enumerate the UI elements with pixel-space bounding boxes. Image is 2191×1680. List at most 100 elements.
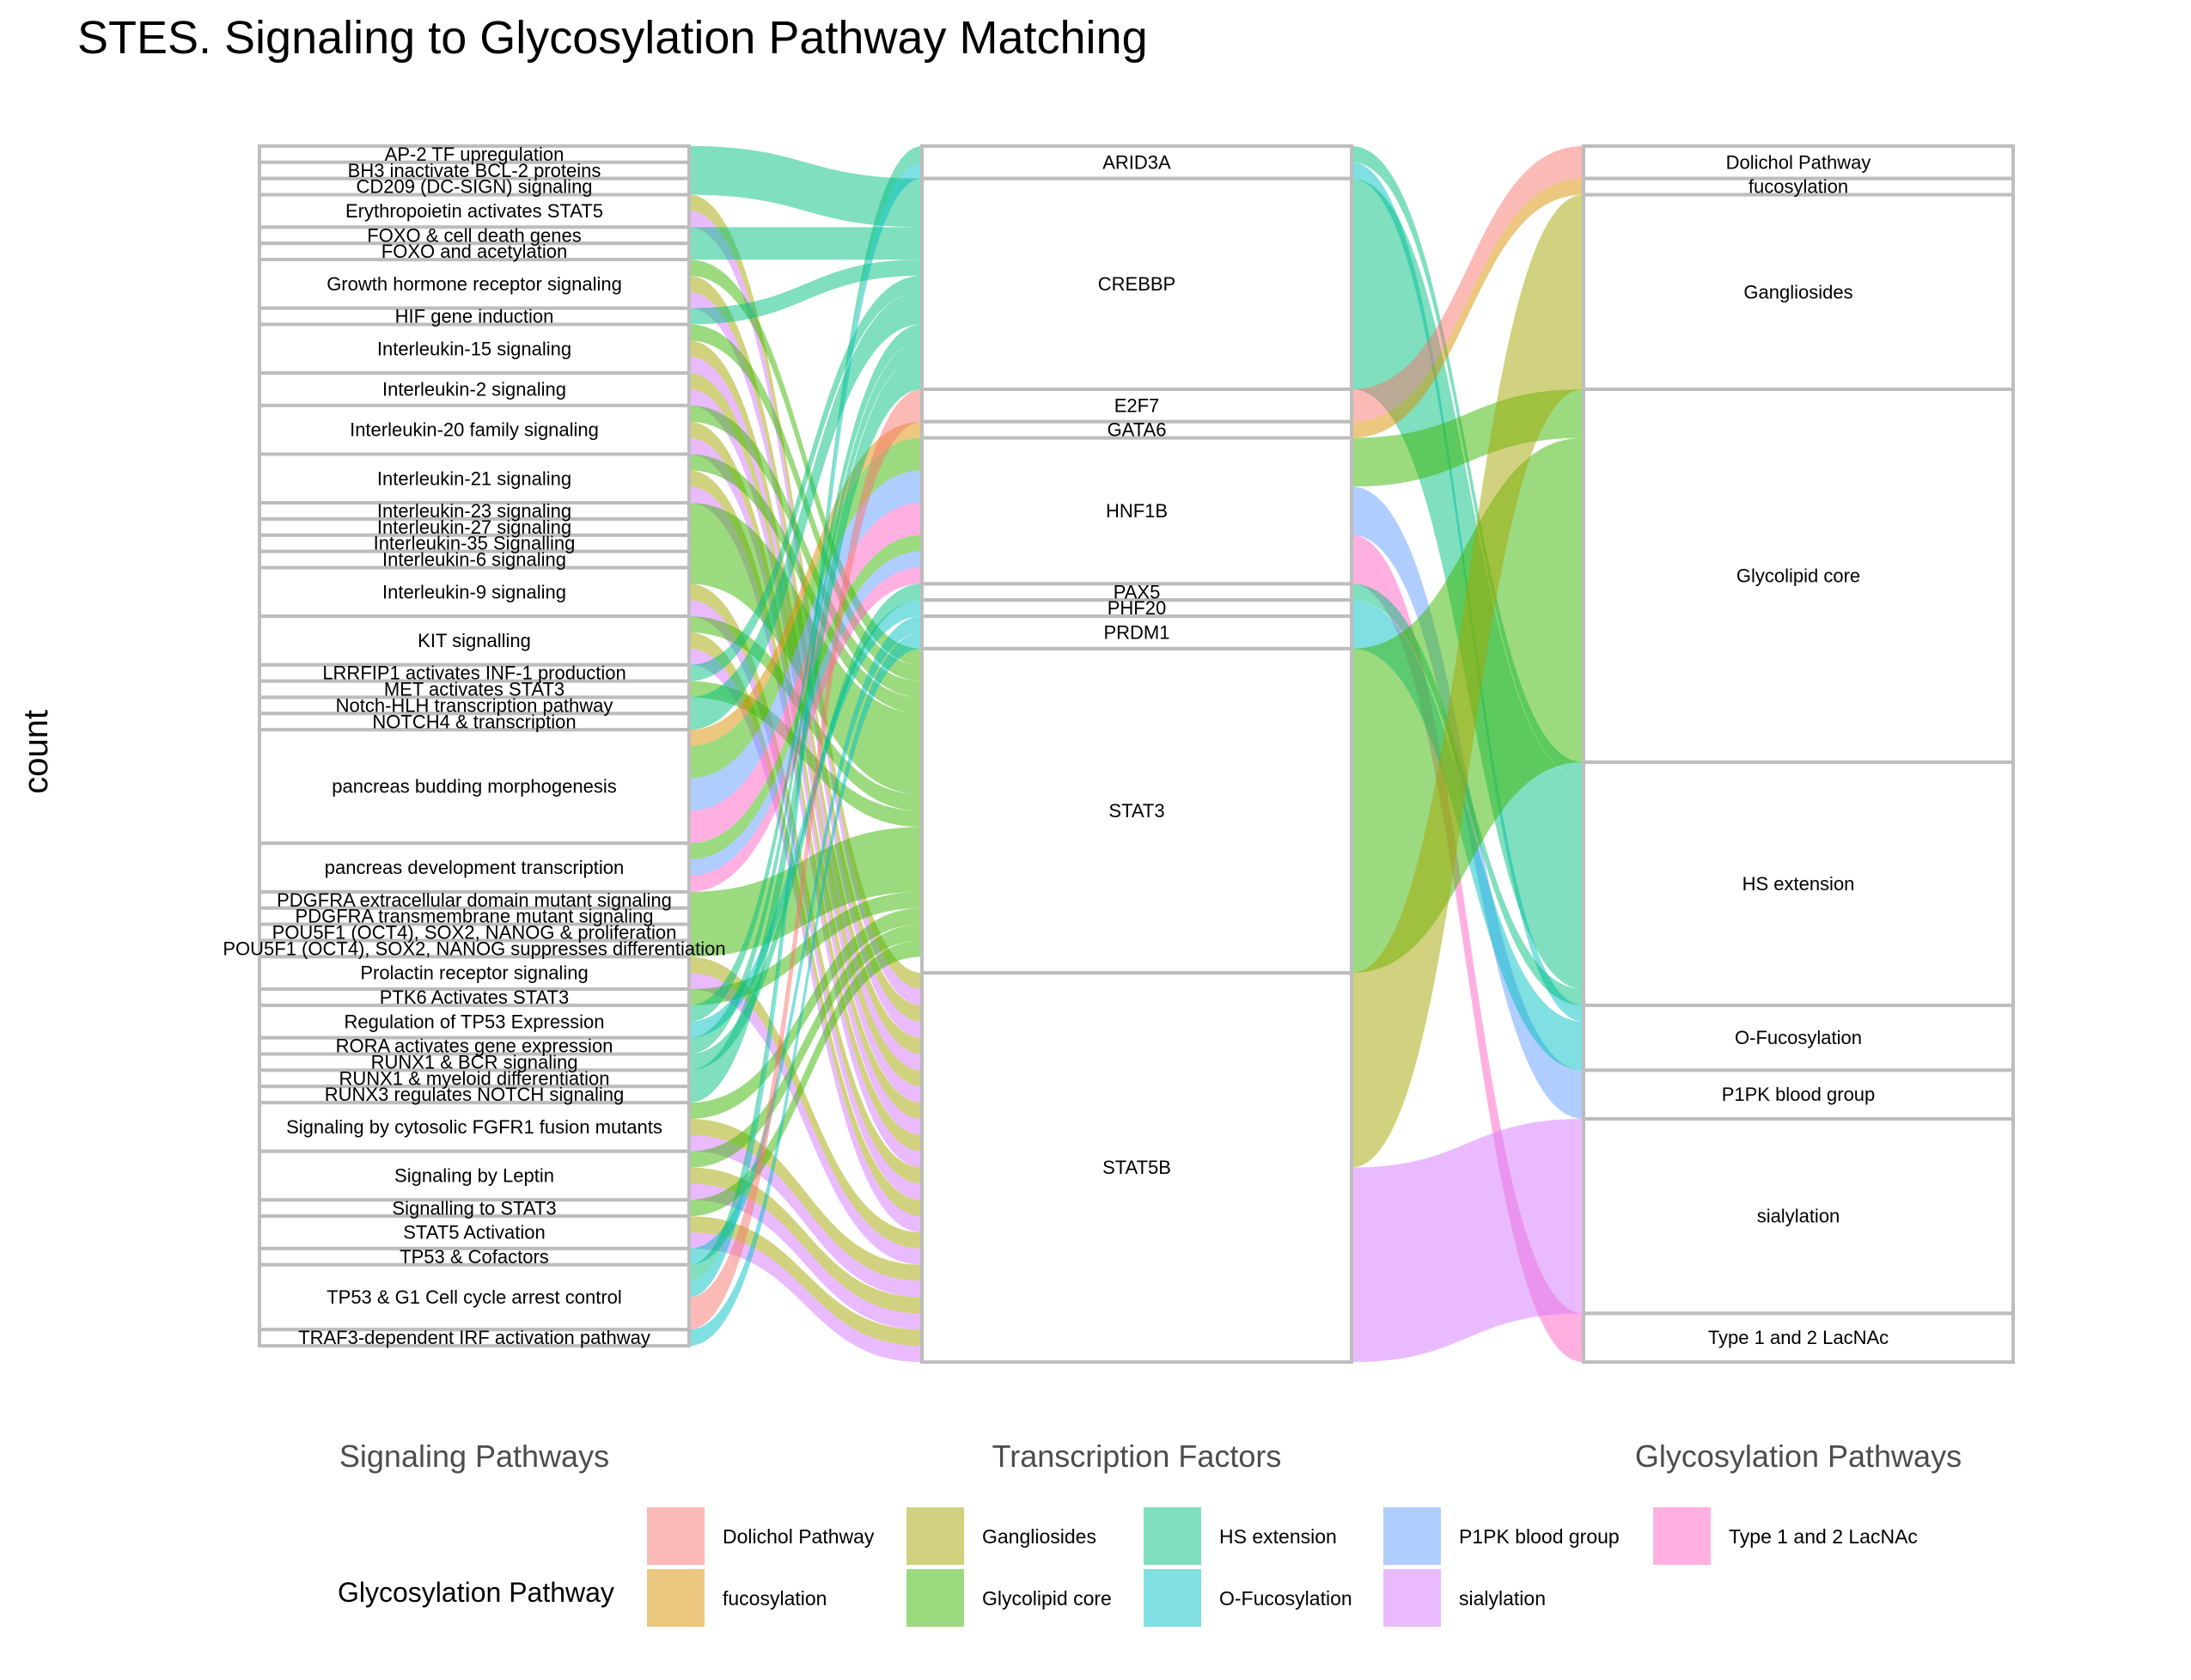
- node-label-p1pk-blood-group: P1PK blood group: [1722, 1084, 1876, 1105]
- legend-label-glycolipid-core: Glycolipid core: [982, 1587, 1112, 1610]
- flow-foxo-and-acetylation-to-crebbp: [689, 243, 922, 260]
- node-label-prolactin-receptor-signaling: Prolactin receptor signaling: [360, 962, 588, 984]
- flow-stat5-activation-to-stat5b: [689, 1216, 922, 1347]
- node-hs-extension: [1582, 760, 2015, 1007]
- node-label-signaling-by-cytosolic-fgfr1-fusion-mutants: Signaling by cytosolic FGFR1 fusion muta…: [286, 1116, 662, 1138]
- node-label-interleukin-9-signaling: Interleukin-9 signaling: [382, 581, 566, 602]
- flow-rora-activates-gene-expression-to-crebbp: [689, 340, 922, 1054]
- legend-title: Glycosylation Pathway: [338, 1577, 614, 1608]
- flow-signaling-by-leptin-to-stat5b: [689, 1167, 922, 1314]
- node-pancreas-budding-morphogenesis: [258, 728, 691, 846]
- node-growth-hormone-receptor-signaling: [258, 258, 691, 310]
- node-e2f7: [920, 388, 1353, 424]
- node-label-interleukin-27-signaling: Interleukin-27 signaling: [377, 516, 571, 538]
- flow-stat5-activation-to-stat5b: [689, 1232, 922, 1362]
- flow-pancreas-budding-morphogenesis-to-hnf1b: [689, 470, 922, 811]
- node-label-type-1-and-2-lacnac: Type 1 and 2 LacNAc: [1708, 1327, 1889, 1348]
- legend-label-o-fucosylation: O-Fucosylation: [1219, 1587, 1352, 1610]
- node-sialylation: [1582, 1117, 2015, 1316]
- node-p1pk-blood-group: [1582, 1068, 2015, 1121]
- flow-signaling-by-cytosolic-fgfr1-fusion-mutants-to-stat5b: [689, 1134, 922, 1298]
- node-type-1-and-2-lacnac: [1582, 1311, 2015, 1365]
- node-label-tp53-cofactors: TP53 & Cofactors: [400, 1246, 549, 1268]
- node-label-pancreas-development-transcription: pancreas development transcription: [325, 857, 625, 878]
- flow-arid3a-to-hs-extension: [1352, 146, 1584, 779]
- node-label-prdm1: PRDM1: [1103, 622, 1169, 644]
- node-label-fucosylation: fucosylation: [1749, 176, 1848, 198]
- node-label-interleukin-35-signalling: Interleukin-35 Signalling: [374, 533, 576, 554]
- node-label-bh3-inactivate-bcl-2-proteins: BH3 inactivate BCL-2 proteins: [348, 160, 601, 181]
- flow-ap-2-tf-upregulation-to-crebbp: [689, 146, 922, 195]
- node-label-signalling-to-stat3: Signalling to STAT3: [392, 1197, 556, 1219]
- node-label-crebbp: CREBBP: [1098, 273, 1175, 295]
- node-label-notch4-transcription: NOTCH4 & transcription: [372, 711, 576, 732]
- node-label-traf3-dependent-irf-activation-pathway: TRAF3-dependent IRF activation pathway: [298, 1327, 650, 1348]
- legend-key-type-1-and-2-lacnac: [1653, 1507, 1711, 1565]
- node-label-runx1-myeloid-differentiation: RUNX1 & myeloid differentiation: [339, 1067, 609, 1089]
- flow-layer: [689, 146, 1584, 1362]
- node-hnf1b: [920, 436, 1353, 586]
- node-label-arid3a: ARID3A: [1102, 151, 1171, 173]
- flow-cd209-dc-sign-signaling-to-crebbp: [689, 178, 922, 228]
- node-label-dolichol-pathway: Dolichol Pathway: [1726, 151, 1871, 173]
- node-label-regulation-of-tp53-expression: Regulation of TP53 Expression: [345, 1011, 605, 1032]
- node-label-foxo-and-acetylation: FOXO and acetylation: [381, 241, 567, 262]
- node-interleukin-15-signaling: [258, 322, 691, 376]
- x-axis-label-signaling-pathways: Signaling Pathways: [339, 1439, 609, 1474]
- legend-key-gangliosides: [906, 1507, 964, 1565]
- legend-key-p1pk-blood-group: [1383, 1507, 1441, 1565]
- flow-stat5b-to-gangliosides: [1352, 194, 1584, 1168]
- flow-notch-hlh-transcription-pathway-to-crebbp: [689, 291, 922, 714]
- node-label-gangliosides: Gangliosides: [1743, 281, 1852, 302]
- node-label-runx1-bcr-signaling: RUNX1 & BCR signaling: [371, 1051, 578, 1072]
- node-interleukin-9-signaling: [258, 565, 691, 619]
- node-pancreas-development-transcription: [258, 841, 691, 894]
- node-label-interleukin-6-signaling: Interleukin-6 signaling: [382, 549, 566, 571]
- legend-key-hs-extension: [1144, 1507, 1201, 1565]
- node-label-erythropoietin-activates-stat5: Erythropoietin activates STAT5: [345, 200, 603, 222]
- flow-tp53-g1-cell-cycle-arrest-control-to-arid3a: [689, 162, 922, 1298]
- node-label-tp53-g1-cell-cycle-arrest-control: TP53 & G1 Cell cycle arrest control: [327, 1286, 622, 1308]
- node-signaling-by-leptin: [258, 1149, 691, 1202]
- flow-interleukin-20-family-signaling-to-stat5b: [689, 437, 922, 1135]
- flow-tp53-g1-cell-cycle-arrest-control-to-arid3a: [689, 146, 922, 1281]
- node-label-sialylation: sialylation: [1757, 1206, 1840, 1227]
- node-label-hnf1b: HNF1B: [1106, 500, 1168, 522]
- flow-pdgfra-transmembrane-mutant-signaling-to-stat3: [689, 843, 922, 925]
- node-label-pou5f1-oct4-sox2-nanog-suppresses-differentiation: POU5F1 (OCT4), SOX2, NANOG suppresses di…: [223, 938, 725, 959]
- flow-interleukin-20-family-signaling-to-stat3: [689, 405, 922, 698]
- node-label-hif-gene-induction: HIF gene induction: [395, 306, 554, 327]
- node-label-signaling-by-leptin: Signaling by Leptin: [394, 1165, 554, 1187]
- node-erythropoietin-activates-stat5: [258, 192, 691, 229]
- flow-signaling-by-cytosolic-fgfr1-fusion-mutants-to-stat3: [689, 907, 922, 1119]
- legend-key-o-fucosylation: [1144, 1569, 1201, 1627]
- flow-met-activates-stat3-to-stat3: [689, 681, 922, 828]
- node-label-kit-signalling: KIT signalling: [418, 630, 531, 651]
- flow-runx1-bcr-signaling-to-pax5: [689, 583, 922, 1071]
- legend-key-dolichol-pathway: [647, 1507, 705, 1565]
- legend-label-sialylation: sialylation: [1459, 1587, 1546, 1610]
- flow-gata6-to-fucosylation: [1352, 178, 1584, 438]
- flow-traf3-dependent-irf-activation-pathway-to-prdm1: [689, 632, 922, 1347]
- node-interleukin-2-signaling: [258, 371, 691, 407]
- node-label-hs-extension: HS extension: [1742, 873, 1855, 895]
- node-label-pdgfra-extracellular-domain-mutant-signaling: PDGFRA extracellular domain mutant signa…: [277, 889, 672, 911]
- legend-label-fucosylation: fucosylation: [723, 1587, 827, 1610]
- node-o-fucosylation: [1582, 1003, 2015, 1072]
- flow-foxo-cell-death-genes-to-crebbp: [689, 227, 922, 244]
- y-axis-label: count: [17, 710, 55, 794]
- node-label-ap-2-tf-upregulation: AP-2 TF upregulation: [385, 144, 565, 165]
- flow-signaling-by-leptin-to-stat3: [689, 924, 922, 1168]
- node-label-pou5f1-oct4-sox2-nanog-proliferation: POU5F1 (OCT4), SOX2, NANOG & proliferati…: [272, 922, 677, 944]
- node-label-pdgfra-transmembrane-mutant-signaling: PDGFRA transmembrane mutant signaling: [296, 906, 654, 927]
- node-label-met-activates-stat3: MET activates STAT3: [384, 679, 565, 700]
- node-stat5-activation: [258, 1214, 691, 1250]
- node-label-interleukin-2-signaling: Interleukin-2 signaling: [382, 379, 566, 400]
- node-label-e2f7: E2F7: [1114, 394, 1160, 416]
- node-label-glycolipid-core: Glycolipid core: [1736, 565, 1860, 586]
- node-label-phf20: PHF20: [1108, 597, 1166, 619]
- flow-prolactin-receptor-signaling-to-stat5b: [689, 973, 922, 1265]
